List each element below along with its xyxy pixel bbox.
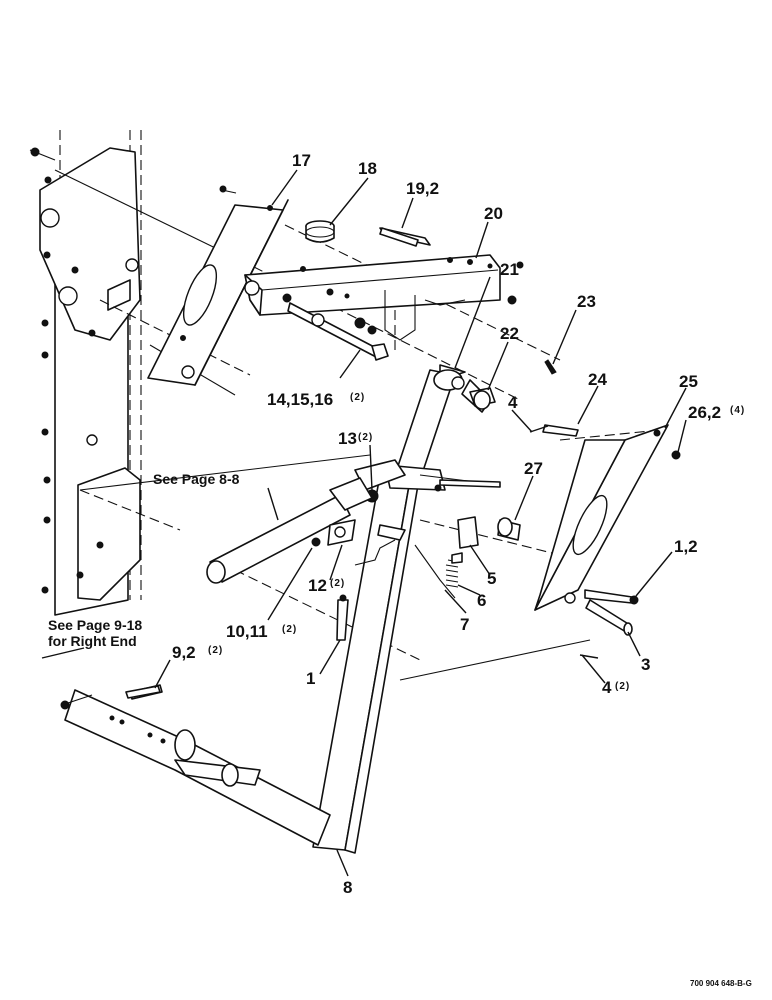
callout-19-2: 19,2 xyxy=(406,179,439,198)
callout-labels: 17 18 19,2 20 21 22 23 24 25 26,2 (4) 14… xyxy=(172,151,745,897)
callout-24: 24 xyxy=(588,370,607,389)
callout-25: 25 xyxy=(679,372,698,391)
callout-14-qty: (2) xyxy=(350,392,365,403)
callout-1-2: 1,2 xyxy=(674,537,698,556)
callout-9-qty: (2) xyxy=(208,645,223,656)
callout-20: 20 xyxy=(484,204,503,223)
callout-17: 17 xyxy=(292,151,311,170)
callout-9-2: 9,2 xyxy=(172,643,196,662)
callout-27: 27 xyxy=(524,459,543,478)
figure-id: 700 904 648-B-G xyxy=(690,979,752,988)
note-see-page-9-18-line2: for Right End xyxy=(48,633,137,649)
callout-12: 12 xyxy=(308,576,327,595)
leader-lines xyxy=(41,169,687,877)
callout-4-bottom: 4 xyxy=(602,678,612,697)
left-frame xyxy=(29,130,142,616)
callout-4-bottom-qty: (2) xyxy=(615,681,630,692)
callout-13: 13 xyxy=(338,429,357,448)
reference-notes: See Page 8-8 See Page 9-18 for Right End xyxy=(48,471,240,649)
callout-7: 7 xyxy=(460,615,469,634)
right-bracket xyxy=(534,424,681,611)
small-parts xyxy=(125,227,639,699)
callout-18: 18 xyxy=(358,159,377,178)
callout-21: 21 xyxy=(500,260,519,279)
callout-4-top: 4 xyxy=(508,393,518,412)
callout-6: 6 xyxy=(477,591,486,610)
callout-10-11: 10,11 xyxy=(226,622,268,641)
callout-26-2: 26,2 xyxy=(688,403,721,422)
cross-channel xyxy=(244,220,517,341)
callout-5: 5 xyxy=(487,569,496,588)
callout-10-qty: (2) xyxy=(282,624,297,635)
callout-13-qty: (2) xyxy=(358,432,373,443)
callout-26-qty: (4) xyxy=(730,405,745,416)
callout-12-qty: (2) xyxy=(330,578,345,589)
callout-22: 22 xyxy=(500,324,519,343)
callout-14-15-16: 14,15,16 xyxy=(267,390,333,409)
lower-tube xyxy=(60,684,331,846)
long-bolt xyxy=(287,302,389,361)
hydraulic-cylinder xyxy=(206,477,373,584)
main-tube xyxy=(312,459,501,854)
note-see-page-8-8: See Page 8-8 xyxy=(153,471,240,487)
callout-8: 8 xyxy=(343,878,352,897)
callout-23: 23 xyxy=(577,292,596,311)
note-see-page-9-18-line1: See Page 9-18 xyxy=(48,617,142,633)
callout-1: 1 xyxy=(306,669,315,688)
left-bracket xyxy=(147,185,289,386)
callout-3: 3 xyxy=(641,655,650,674)
